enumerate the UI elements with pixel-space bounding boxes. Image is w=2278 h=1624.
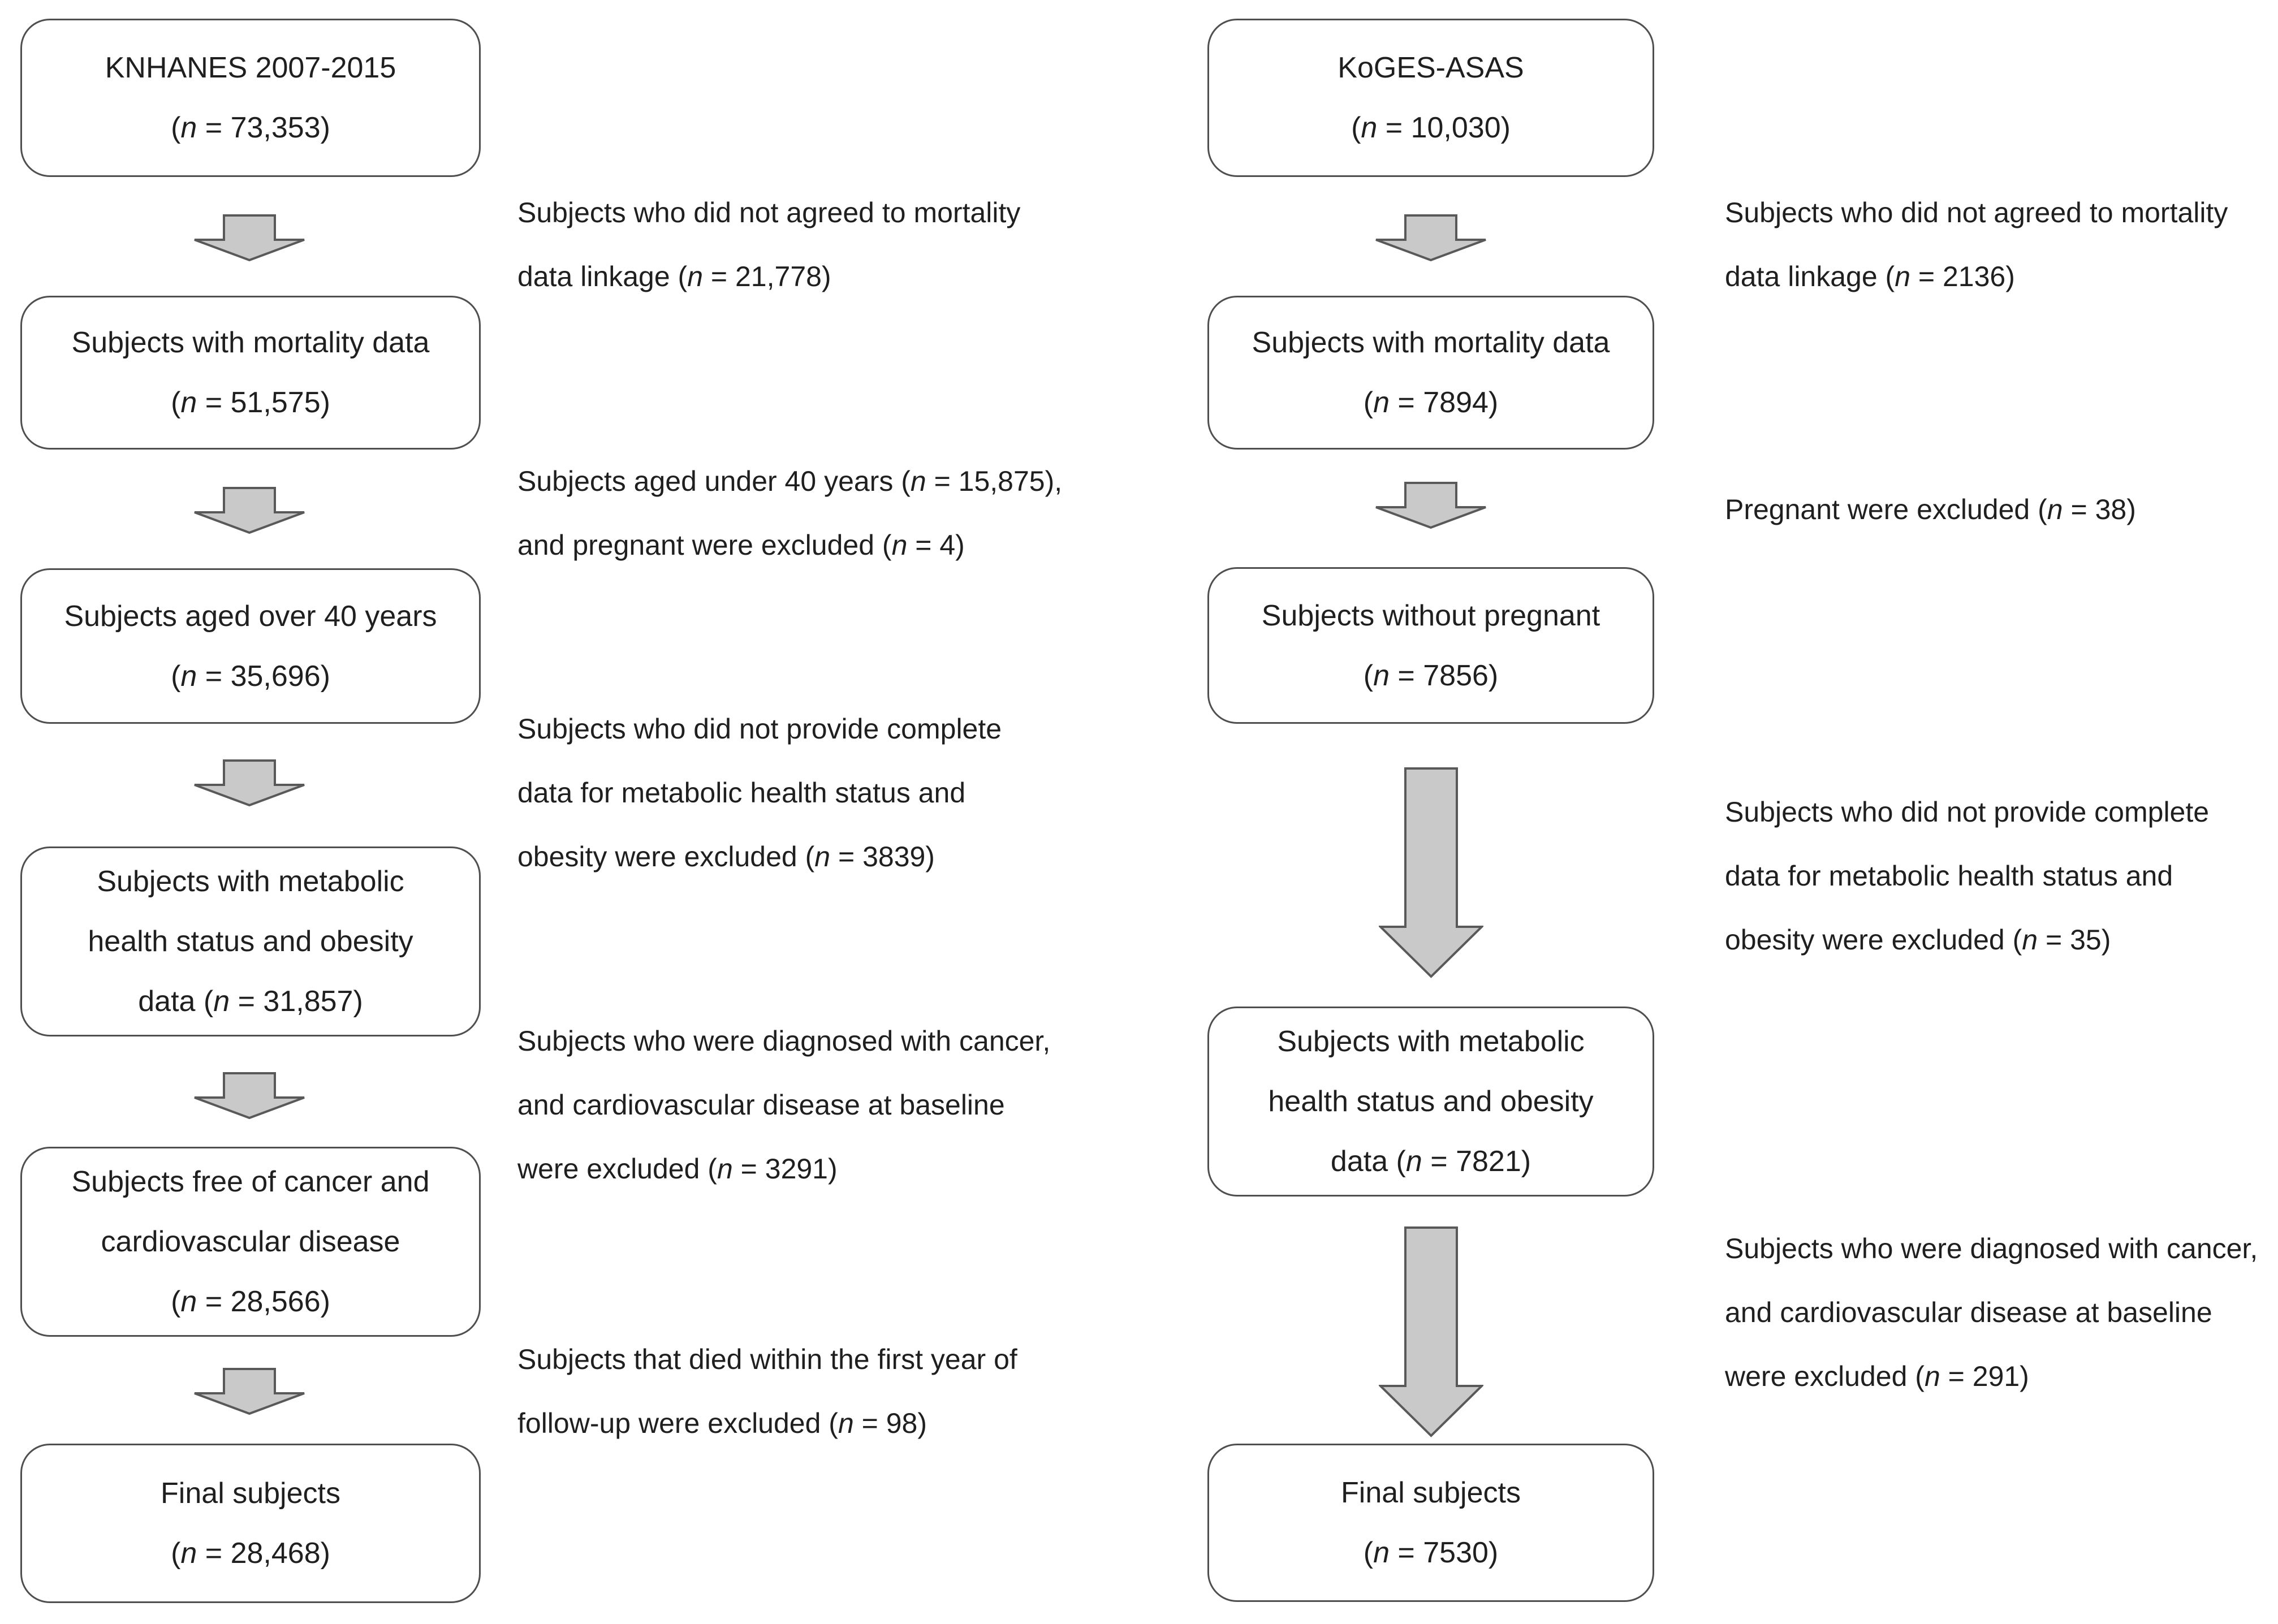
text-line: (n = 7530)	[1363, 1536, 1499, 1569]
text-line: Subjects who did not provide complete	[517, 713, 1002, 745]
flow-box-subjects-with-mortality-data: Subjects with mortality data (n = 51,575…	[20, 296, 481, 450]
text-line: Subjects aged over 40 years	[64, 599, 437, 633]
flow-box-free-of-cancer-cvd: Subjects free of cancer and cardiovascul…	[20, 1147, 481, 1337]
text-line: obesity were excluded (n = 35)	[1725, 924, 2111, 956]
text-line: Subjects with mortality data	[1252, 326, 1610, 359]
flow-box-subjects-with-mortality-data: Subjects with mortality data (n = 7894)	[1207, 296, 1654, 450]
text-line: Subjects who were diagnosed with cancer,	[1725, 1233, 2258, 1264]
text-line: (n = 7894)	[1363, 386, 1499, 419]
text-line: (n = 28,566)	[171, 1285, 330, 1318]
text-line: were excluded (n = 3291)	[517, 1153, 838, 1185]
text-line: Subjects who did not agreed to mortality	[1725, 197, 2228, 228]
exclusion-note-incomplete-data: Subjects who did not provide complete da…	[1725, 780, 2209, 972]
flow-box-subjects-aged-over-40: Subjects aged over 40 years (n = 35,696)	[20, 568, 481, 724]
exclusion-note-mortality-linkage: Subjects who did not agreed to mortality…	[517, 181, 1020, 309]
text-line: were excluded (n = 291)	[1725, 1360, 2029, 1392]
text-line: data linkage (n = 2136)	[1725, 261, 2015, 292]
text-line: Subjects with metabolic	[97, 865, 404, 898]
exclusion-note-cancer-cvd: Subjects who were diagnosed with cancer,…	[517, 1009, 1050, 1201]
text-line: data for metabolic health status and	[517, 777, 966, 809]
short-down-arrow-icon	[194, 759, 305, 807]
text-line: Pregnant were excluded (n = 38)	[1725, 494, 2136, 525]
flow-box-koges-asas: KoGES-ASAS (n = 10,030)	[1207, 19, 1654, 177]
short-down-arrow-icon	[1375, 214, 1486, 262]
text-line: Subjects free of cancer and	[71, 1165, 430, 1198]
text-line: cardiovascular disease	[101, 1225, 400, 1258]
text-line: data for metabolic health status and	[1725, 860, 2173, 892]
text-line: (n = 7856)	[1363, 659, 1499, 692]
text-line: (n = 10,030)	[1351, 111, 1511, 144]
text-line: data (n = 7821)	[1330, 1145, 1531, 1178]
short-down-arrow-icon	[1375, 482, 1486, 529]
text-line: follow-up were excluded (n = 98)	[517, 1407, 927, 1439]
short-down-arrow-icon	[194, 214, 305, 262]
exclusion-note-pregnant: Pregnant were excluded (n = 38)	[1725, 478, 2136, 542]
text-line: (n = 73,353)	[171, 111, 330, 144]
text-line: Subjects with mortality data	[71, 326, 430, 359]
text-line: obesity were excluded (n = 3839)	[517, 841, 935, 873]
exclusion-note-mortality-linkage: Subjects who did not agreed to mortality…	[1725, 181, 2228, 309]
flow-box-knhanes-2007-2015: KNHANES 2007-2015 (n = 73,353)	[20, 19, 481, 177]
long-down-arrow-icon	[1379, 767, 1483, 978]
text-line: health status and obesity	[1268, 1085, 1594, 1118]
text-line: (n = 28,468)	[171, 1537, 330, 1570]
text-line: and cardiovascular disease at baseline	[517, 1089, 1005, 1121]
text-line: Subjects with metabolic	[1277, 1025, 1585, 1058]
text-line: data linkage (n = 21,778)	[517, 261, 831, 292]
text-line: health status and obesity	[88, 925, 413, 958]
text-line: Subjects who did not agreed to mortality	[517, 197, 1021, 228]
text-line: and cardiovascular disease at baseline	[1725, 1297, 2212, 1328]
exclusion-note-died-first-year: Subjects that died within the first year…	[517, 1328, 1017, 1455]
text-line: Subjects that died within the first year…	[517, 1344, 1017, 1375]
text-line: data (n = 31,857)	[138, 985, 363, 1018]
flow-box-final-subjects: Final subjects (n = 28,468)	[20, 1444, 481, 1603]
text-line: Subjects who were diagnosed with cancer,	[517, 1025, 1051, 1057]
exclusion-note-incomplete-data: Subjects who did not provide complete da…	[517, 697, 1002, 889]
short-down-arrow-icon	[194, 487, 305, 534]
flow-box-subjects-without-pregnant: Subjects without pregnant (n = 7856)	[1207, 567, 1654, 724]
exclusion-note-cancer-cvd: Subjects who were diagnosed with cancer,…	[1725, 1217, 2258, 1409]
text-line: Subjects without pregnant	[1261, 599, 1600, 632]
text-line: Subjects who did not provide complete	[1725, 796, 2210, 828]
text-line: Final subjects	[161, 1477, 340, 1510]
text-line: KoGES-ASAS	[1338, 51, 1524, 84]
text-line: (n = 35,696)	[171, 659, 330, 693]
flow-box-final-subjects: Final subjects (n = 7530)	[1207, 1444, 1654, 1602]
short-down-arrow-icon	[194, 1072, 305, 1120]
long-down-arrow-icon	[1379, 1226, 1483, 1437]
text-line: KNHANES 2007-2015	[105, 51, 396, 84]
flow-box-metabolic-health-obesity-data: Subjects with metabolic health status an…	[20, 846, 481, 1036]
text-line: Subjects aged under 40 years (n = 15,875…	[517, 465, 1063, 497]
short-down-arrow-icon	[194, 1368, 305, 1415]
exclusion-note-under-40-pregnant: Subjects aged under 40 years (n = 15,875…	[517, 450, 1062, 577]
flow-box-metabolic-health-obesity-data: Subjects with metabolic health status an…	[1207, 1007, 1654, 1197]
text-line: (n = 51,575)	[171, 386, 330, 419]
text-line: and pregnant were excluded (n = 4)	[517, 529, 965, 561]
text-line: Final subjects	[1341, 1476, 1521, 1509]
